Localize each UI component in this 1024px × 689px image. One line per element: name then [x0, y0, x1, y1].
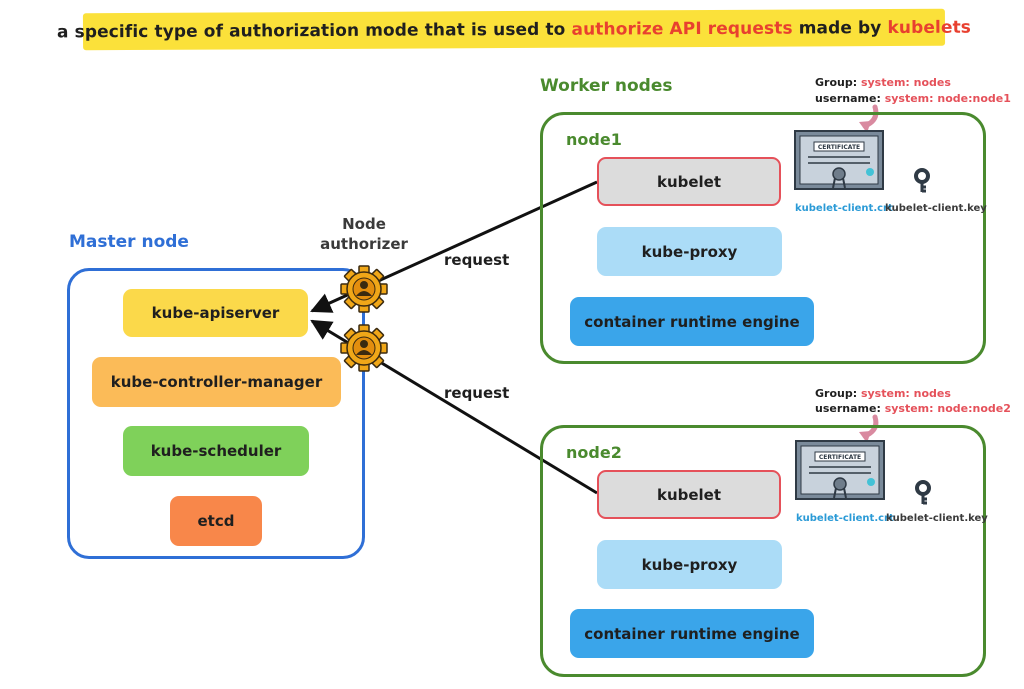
- key-icon: [915, 480, 931, 505]
- node1-username: username: system: node:node1: [815, 92, 1011, 105]
- etcd: etcd: [170, 496, 262, 546]
- node-authorizer-label: Node authorizer: [318, 214, 410, 254]
- request-label-node2: request: [444, 384, 510, 402]
- node2-kubelet: kubelet: [597, 470, 781, 519]
- node-authorizer-line2: authorizer: [320, 235, 408, 253]
- username-label: username:: [815, 92, 881, 105]
- gear-user-icon: [340, 265, 388, 313]
- node2-key-file: kubelet-client.key: [886, 513, 988, 524]
- worker-nodes-label: Worker nodes: [540, 76, 673, 96]
- node1-box: [540, 112, 986, 364]
- node1-container-runtime-engine: container runtime engine: [570, 297, 814, 346]
- node2-username: username: system: node:node2: [815, 402, 1011, 415]
- node1-key-file: kubelet-client.key: [885, 203, 987, 214]
- username-value: system: node:node2: [884, 402, 1011, 415]
- node2-label: node2: [566, 443, 622, 462]
- kube-scheduler: kube-scheduler: [123, 426, 309, 476]
- certificate-icon: CERTIFICATE: [795, 440, 885, 500]
- certificate-title: CERTIFICATE: [818, 144, 860, 151]
- username-value: system: node:node1: [884, 92, 1011, 105]
- certificate-title: CERTIFICATE: [819, 454, 861, 461]
- group-label: Group:: [815, 76, 858, 89]
- group-label: Group:: [815, 387, 858, 400]
- node2-group: Group: system: nodes: [815, 387, 951, 400]
- master-node-box: [67, 268, 365, 559]
- key-icon: [914, 168, 930, 193]
- username-label: username:: [815, 402, 881, 415]
- node-authorizer-line1: Node: [342, 215, 386, 233]
- node1-label: node1: [566, 130, 622, 149]
- node1-crt-file: kubelet-client.crt: [795, 203, 893, 214]
- kube-apiserver: kube-apiserver: [123, 289, 308, 337]
- kube-controller-manager: kube-controller-manager: [92, 357, 341, 407]
- node2-box: [540, 425, 986, 677]
- certificate-icon: CERTIFICATE: [794, 130, 884, 190]
- node1-kube-proxy: kube-proxy: [597, 227, 782, 276]
- gear-user-icon: [340, 324, 388, 372]
- node2-kube-proxy: kube-proxy: [597, 540, 782, 589]
- node1-kubelet: kubelet: [597, 157, 781, 206]
- group-value: system: nodes: [860, 387, 951, 400]
- node1-group: Group: system: nodes: [815, 76, 951, 89]
- node2-container-runtime-engine: container runtime engine: [570, 609, 814, 658]
- request-label-node1: request: [444, 251, 510, 269]
- group-value: system: nodes: [860, 76, 951, 89]
- master-node-label: Master node: [69, 232, 189, 252]
- node2-crt-file: kubelet-client.crt: [796, 513, 894, 524]
